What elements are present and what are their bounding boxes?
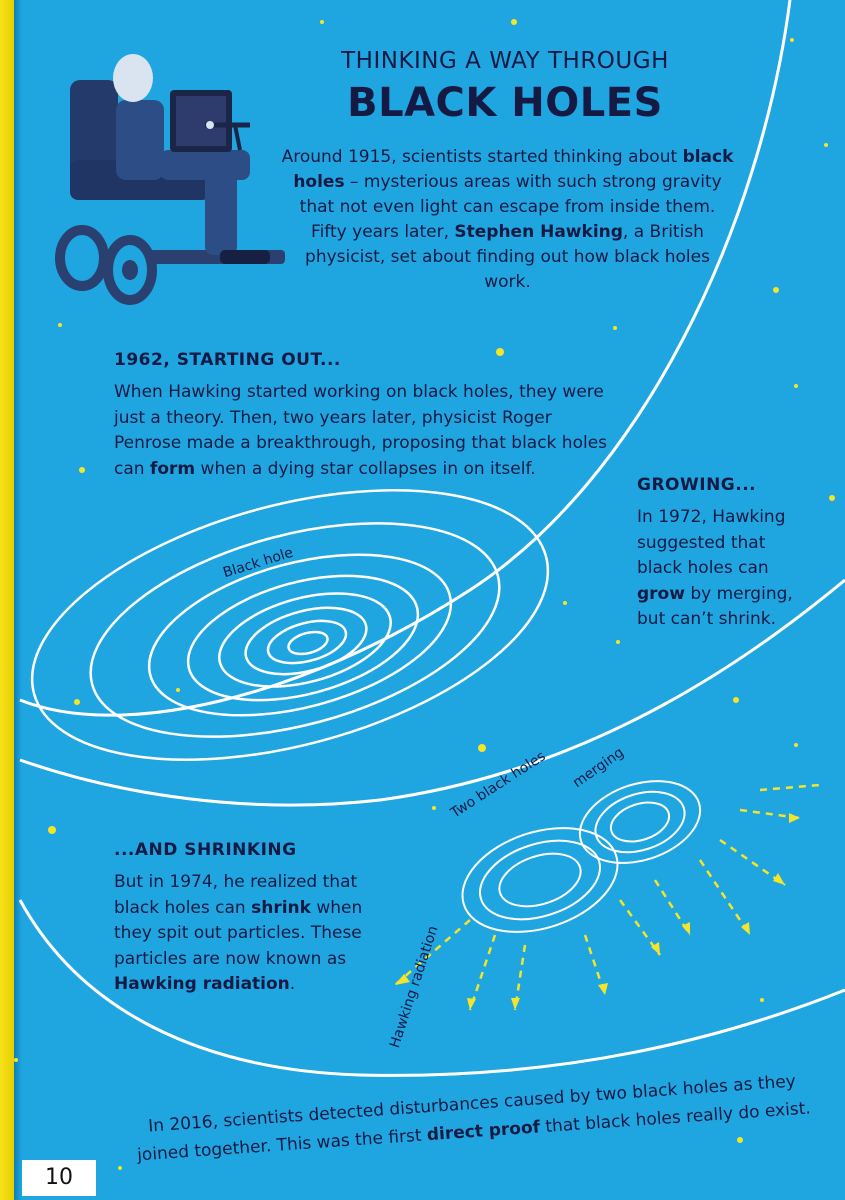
section-paragraph-starting-out: When Hawking started working on black ho… xyxy=(114,382,608,479)
bold-stephen-hawking: Stephen Hawking xyxy=(454,222,623,242)
bold-direct-proof: direct proof xyxy=(426,1117,541,1146)
curve-divider-lower xyxy=(19,578,845,807)
section-heading-shrinking: ...AND SHRINKING xyxy=(114,840,297,860)
page-number: 10 xyxy=(22,1160,96,1196)
bold-form: form xyxy=(149,458,196,479)
page-gutter-shadow xyxy=(14,0,22,1200)
bold-grow: grow xyxy=(637,583,685,604)
black-hole-diagram xyxy=(30,489,550,761)
page-title: BLACK HOLES xyxy=(347,80,663,126)
bold-hawking-radiation: Hawking radiation xyxy=(114,974,290,994)
section-heading-starting-out: 1962, STARTING OUT... xyxy=(114,350,341,370)
bottom-curve xyxy=(18,899,845,1077)
bold-shrink: shrink xyxy=(251,897,311,918)
title-line-1: THINKING A WAY THROUGH xyxy=(341,48,669,74)
stars xyxy=(14,19,835,1170)
section-paragraph-growing: In 1972, Hawking suggested that black ho… xyxy=(637,507,793,629)
curve-divider xyxy=(19,0,792,717)
section-paragraph-shrinking: But in 1974, he realized that black hole… xyxy=(114,872,363,994)
merging-black-holes-diagram xyxy=(461,780,702,933)
bold-black-holes: black holes xyxy=(293,147,734,192)
book-spine-edge xyxy=(0,0,14,1200)
radiation-arrowheads xyxy=(395,813,800,1010)
intro-paragraph: Around 1915, scientists started thinking… xyxy=(281,147,734,292)
section-heading-growing: GROWING... xyxy=(637,475,757,495)
stephen-hawking-illustration xyxy=(55,54,285,305)
